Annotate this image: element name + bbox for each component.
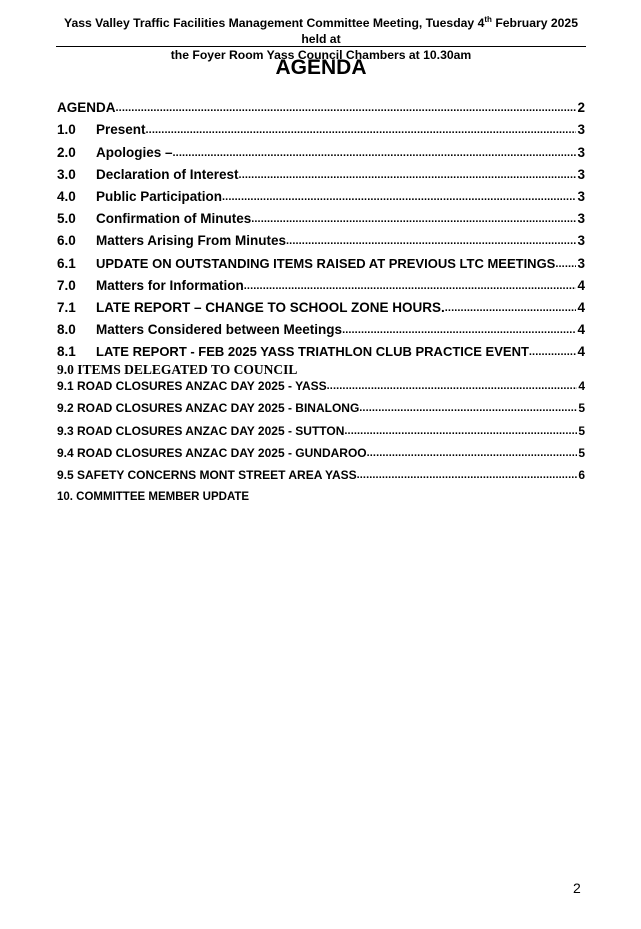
toc-entry-number: 1.0 [57, 122, 76, 138]
toc-entry-declaration-of-interest[interactable]: 3.0 Declaration of Interest 3 [57, 161, 585, 183]
toc-entry-number: 7.1 [57, 299, 76, 315]
toc-entry-public-participation[interactable]: 4.0 Public Participation 3 [57, 183, 585, 205]
section-9-heading-text: 9.0 ITEMS DELEGATED TO COUNCIL [57, 362, 298, 378]
toc-entry-road-closures-binalong[interactable]: 9.2 ROAD CLOSURES ANZAC DAY 2025 - BINAL… [57, 394, 585, 416]
toc-entry-text: 9.4 ROAD CLOSURES ANZAC DAY 2025 - GUNDA… [57, 445, 367, 460]
toc-entry-number: 3.0 [57, 166, 76, 182]
toc-entry-text: Apologies – [96, 144, 173, 160]
toc-page-number: 4 [577, 322, 585, 338]
toc-entry-text: Matters Arising From Minutes [96, 233, 287, 249]
toc-entry-text: Declaration of Interest [96, 166, 239, 182]
toc-leader [251, 210, 576, 227]
toc-entry-number: 5.0 [57, 211, 76, 227]
toc-leader [359, 399, 577, 416]
toc-entry-mont-street-safety[interactable]: 9.5 SAFETY CONCERNS MONT STREET AREA YAS… [57, 461, 585, 483]
toc-leader [116, 99, 577, 116]
toc-page-number: 4 [577, 299, 585, 315]
toc-page-number: 5 [578, 401, 585, 416]
toc-page-number: 2 [577, 100, 585, 116]
toc-entry-matters-between-meetings[interactable]: 8.0 Matters Considered between Meetings 4 [57, 316, 585, 338]
toc-entry-confirmation-of-minutes[interactable]: 5.0 Confirmation of Minutes 3 [57, 205, 585, 227]
toc-leader [367, 444, 578, 461]
toc-entry-text: Matters Considered between Meetings [96, 322, 343, 338]
header-line-1-tail: February 2025 held at [301, 16, 578, 47]
toc-leader [445, 299, 577, 316]
toc-leader [286, 232, 576, 249]
toc-page-number: 4 [577, 344, 585, 360]
toc-page-number: 3 [577, 188, 585, 204]
toc-leader [344, 422, 577, 439]
toc-entry-road-closures-yass[interactable]: 9.1 ROAD CLOSURES ANZAC DAY 2025 - YASS 4 [57, 378, 585, 394]
toc-entry-matters-for-information[interactable]: 7.0 Matters for Information 4 [57, 272, 585, 294]
toc-page-number: 3 [577, 122, 585, 138]
section-10-heading: 10. COMMITTEE MEMBER UPDATE [57, 483, 585, 505]
toc-entry-number: 2.0 [57, 144, 76, 160]
toc-entry-text: LATE REPORT - FEB 2025 YASS TRIATHLON CL… [96, 344, 529, 360]
toc-leader [555, 255, 576, 272]
toc-leader [244, 277, 577, 294]
toc-entry-number: 8.1 [57, 344, 76, 360]
toc-entry-number: 7.0 [57, 277, 76, 293]
table-of-contents: AGENDA 2 1.0 Present 3 2.0 Apologies – 3 3.0 D… [57, 94, 585, 505]
header-divider [56, 46, 586, 47]
header-line-1-text: Yass Valley Traffic Facilities Managemen… [63, 16, 485, 31]
toc-page-number: 5 [578, 423, 585, 438]
toc-entry-text: Matters for Information [96, 277, 244, 293]
toc-entry-text: Confirmation of Minutes [96, 211, 252, 227]
toc-entry-text: Present [96, 122, 146, 138]
toc-leader [146, 121, 577, 138]
toc-page-number: 3 [577, 166, 585, 182]
header-superscript: th [484, 15, 492, 24]
toc-entry-text: LATE REPORT – CHANGE TO SCHOOL ZONE HOUR… [96, 299, 445, 315]
toc-page-number: 3 [577, 233, 585, 249]
toc-entry-text: 9.2 ROAD CLOSURES ANZAC DAY 2025 - BINAL… [57, 401, 360, 416]
header-line-2: the Foyer Room Yass Council Chambers at … [170, 48, 472, 63]
toc-page-number: 3 [577, 211, 585, 227]
header-line-1: Yass Valley Traffic Facilities Managemen… [56, 12, 586, 47]
toc-page-number: 4 [578, 379, 585, 394]
toc-entry-outstanding-items[interactable]: 6.1 UPDATE ON OUTSTANDING ITEMS RAISED AT… [57, 249, 585, 271]
toc-entry-agenda[interactable]: AGENDA 2 [57, 94, 585, 116]
toc-entry-text: AGENDA [57, 100, 116, 116]
page-number: 2 [573, 880, 581, 896]
toc-entry-text: UPDATE ON OUTSTANDING ITEMS RAISED AT PR… [96, 255, 556, 271]
toc-leader [239, 166, 577, 183]
toc-entry-number: 6.1 [57, 255, 76, 271]
toc-leader [173, 144, 577, 161]
toc-entry-text: 9.5 SAFETY CONCERNS MONT STREET AREA YAS… [57, 468, 357, 482]
toc-entry-matters-arising[interactable]: 6.0 Matters Arising From Minutes 3 [57, 227, 585, 249]
toc-entry-text: Public Participation [96, 188, 223, 204]
toc-entry-number: 8.0 [57, 322, 76, 338]
toc-entry-apologies[interactable]: 2.0 Apologies – 3 [57, 138, 585, 160]
toc-page-number: 5 [578, 445, 585, 460]
document-header: Yass Valley Traffic Facilities Managemen… [56, 12, 586, 63]
toc-leader [529, 343, 577, 360]
toc-leader [357, 466, 578, 483]
toc-page-number: 6 [578, 468, 585, 482]
toc-entry-number: 4.0 [57, 188, 76, 204]
toc-entry-text: 9.1 ROAD CLOSURES ANZAC DAY 2025 - YASS [57, 379, 327, 394]
toc-leader [342, 321, 576, 338]
toc-entry-number: 6.0 [57, 233, 76, 249]
section-10-heading-text: 10. COMMITTEE MEMBER UPDATE [57, 491, 250, 504]
toc-entry-triathlon-event[interactable]: 8.1 LATE REPORT - FEB 2025 YASS TRIATHLON… [57, 338, 585, 360]
toc-page-number: 4 [577, 277, 585, 293]
section-9-heading: 9.0 ITEMS DELEGATED TO COUNCIL [57, 362, 585, 378]
page-title: AGENDA [275, 56, 367, 79]
toc-entry-road-closures-sutton[interactable]: 9.3 ROAD CLOSURES ANZAC DAY 2025 - SUTTO… [57, 416, 585, 438]
toc-leader [327, 377, 578, 394]
toc-entry-text: 9.3 ROAD CLOSURES ANZAC DAY 2025 - SUTTO… [57, 423, 345, 438]
toc-page-number: 3 [577, 255, 585, 271]
toc-leader [222, 188, 576, 205]
toc-entry-road-closures-gundaroo[interactable]: 9.4 ROAD CLOSURES ANZAC DAY 2025 - GUNDA… [57, 439, 585, 461]
toc-page-number: 3 [577, 144, 585, 160]
toc-entry-school-zone-hours[interactable]: 7.1 LATE REPORT – CHANGE TO SCHOOL ZONE H… [57, 294, 585, 316]
toc-entry-present[interactable]: 1.0 Present 3 [57, 116, 585, 138]
